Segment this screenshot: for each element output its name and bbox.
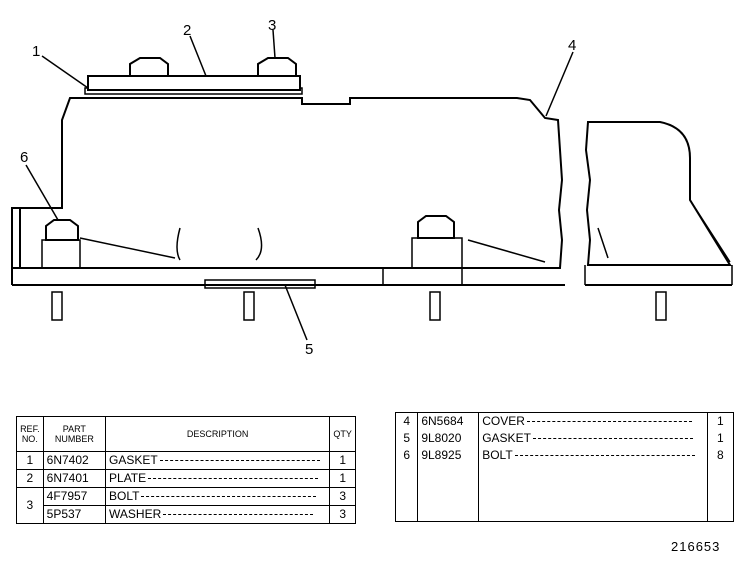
- leader-1: [41, 55, 89, 89]
- ref-cell: 2: [16, 469, 44, 488]
- part-cell: 4F7957: [42, 487, 107, 506]
- table-row: 1 6N7402 GASKET 1: [16, 451, 356, 470]
- boss-right: [411, 237, 463, 268]
- callout-6: 6: [20, 149, 28, 166]
- empty-cell: [706, 464, 735, 522]
- callout-4: 4: [568, 37, 576, 54]
- plate-2: [87, 75, 301, 91]
- ref-cell: 1: [16, 451, 44, 470]
- callout-2: 2: [183, 22, 191, 39]
- leader-3: [272, 29, 276, 59]
- bolt-top-left: [129, 57, 169, 77]
- table-row: 5P537 WASHER 3: [17, 505, 356, 524]
- stud-3: [429, 291, 441, 321]
- callout-5: 5: [305, 341, 313, 358]
- qty-cell: 3: [329, 487, 356, 506]
- gasket-5: [204, 279, 316, 289]
- empty-cell: [394, 464, 419, 522]
- desc-cell: GASKET: [105, 451, 331, 470]
- leader-6: [25, 164, 59, 221]
- part-cell: 5P537: [42, 505, 107, 524]
- part-cell: 6N7401: [42, 469, 107, 488]
- rib-2: [176, 227, 181, 261]
- qty-cell: 3: [329, 505, 356, 524]
- stud-2: [243, 291, 255, 321]
- qty-cell: 1: [329, 451, 356, 470]
- callout-1: 1: [32, 43, 40, 60]
- end-rib: [597, 199, 731, 263]
- header-description: DESCRIPTION: [105, 416, 331, 452]
- parts-illustration: 1 2 3 4 5 6: [11, 17, 733, 358]
- table-row: 2 6N7401 PLATE 1: [16, 469, 356, 488]
- bolt-side-left: [45, 219, 79, 241]
- rib-1: [79, 237, 176, 259]
- header-qty: QTY: [329, 416, 356, 452]
- rib-3: [255, 227, 263, 261]
- cover-end-piece: [584, 121, 732, 266]
- desc-cell: BOLT: [105, 487, 331, 506]
- cover-base: [11, 207, 22, 285]
- header-ref: REF.NO.: [16, 416, 44, 452]
- rib-4: [467, 239, 546, 263]
- empty-cell: [478, 464, 708, 522]
- table-row: 3 4F7957 BOLT 3: [16, 487, 356, 524]
- part-cell: 6N7402: [42, 451, 107, 470]
- desc-cell: WASHER: [105, 505, 331, 524]
- leader-2: [189, 35, 207, 77]
- end-base: [584, 265, 733, 285]
- callout-3: 3: [268, 17, 276, 34]
- bolt-top-right: [257, 57, 297, 77]
- qty-cell: 1: [329, 469, 356, 488]
- leader-4: [545, 51, 574, 117]
- desc-cell: PLATE: [105, 469, 331, 488]
- bolt-side-right: [417, 215, 455, 239]
- empty-cell: [417, 464, 480, 522]
- leader-5: [284, 284, 308, 341]
- boss-left: [41, 239, 81, 268]
- table-row-empty: [394, 464, 735, 522]
- desc-cell: COVER GASKET BOLT: [478, 411, 708, 465]
- stud-4: [655, 291, 667, 321]
- figure-number: 216653: [671, 539, 721, 554]
- ref-cell-group: 3: [16, 487, 44, 524]
- stud-1: [51, 291, 63, 321]
